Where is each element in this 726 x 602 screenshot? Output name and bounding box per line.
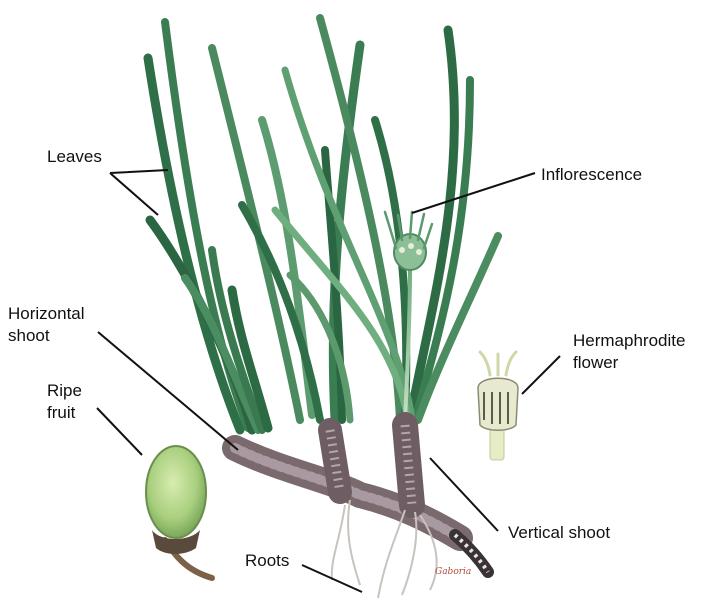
label-ripe-fruit: Ripe fruit bbox=[47, 380, 82, 424]
label-hermaphrodite-flower: Hermaphrodite flower bbox=[573, 330, 685, 374]
root bbox=[378, 510, 405, 598]
flower-stigma bbox=[480, 352, 516, 375]
root bbox=[332, 505, 345, 580]
hermaphrodite-flower-leader bbox=[522, 356, 560, 394]
inflorescence-leader bbox=[412, 173, 535, 213]
leaves-leader bbox=[110, 170, 168, 215]
ripe-fruit bbox=[146, 446, 212, 578]
label-roots: Roots bbox=[245, 550, 289, 572]
label-inflorescence: Inflorescence bbox=[541, 164, 642, 186]
label-horizontal-shoot: Horizontal shoot bbox=[8, 303, 85, 347]
label-vertical-shoot: Vertical shoot bbox=[508, 522, 610, 544]
hermaphrodite-flower bbox=[478, 352, 518, 460]
root bbox=[348, 500, 360, 585]
artist-signature: Gaboria bbox=[435, 567, 471, 577]
label-leaves: Leaves bbox=[47, 146, 102, 168]
ripe-fruit-leader bbox=[97, 408, 142, 455]
fruit-body bbox=[146, 446, 206, 538]
leaves bbox=[148, 18, 498, 430]
